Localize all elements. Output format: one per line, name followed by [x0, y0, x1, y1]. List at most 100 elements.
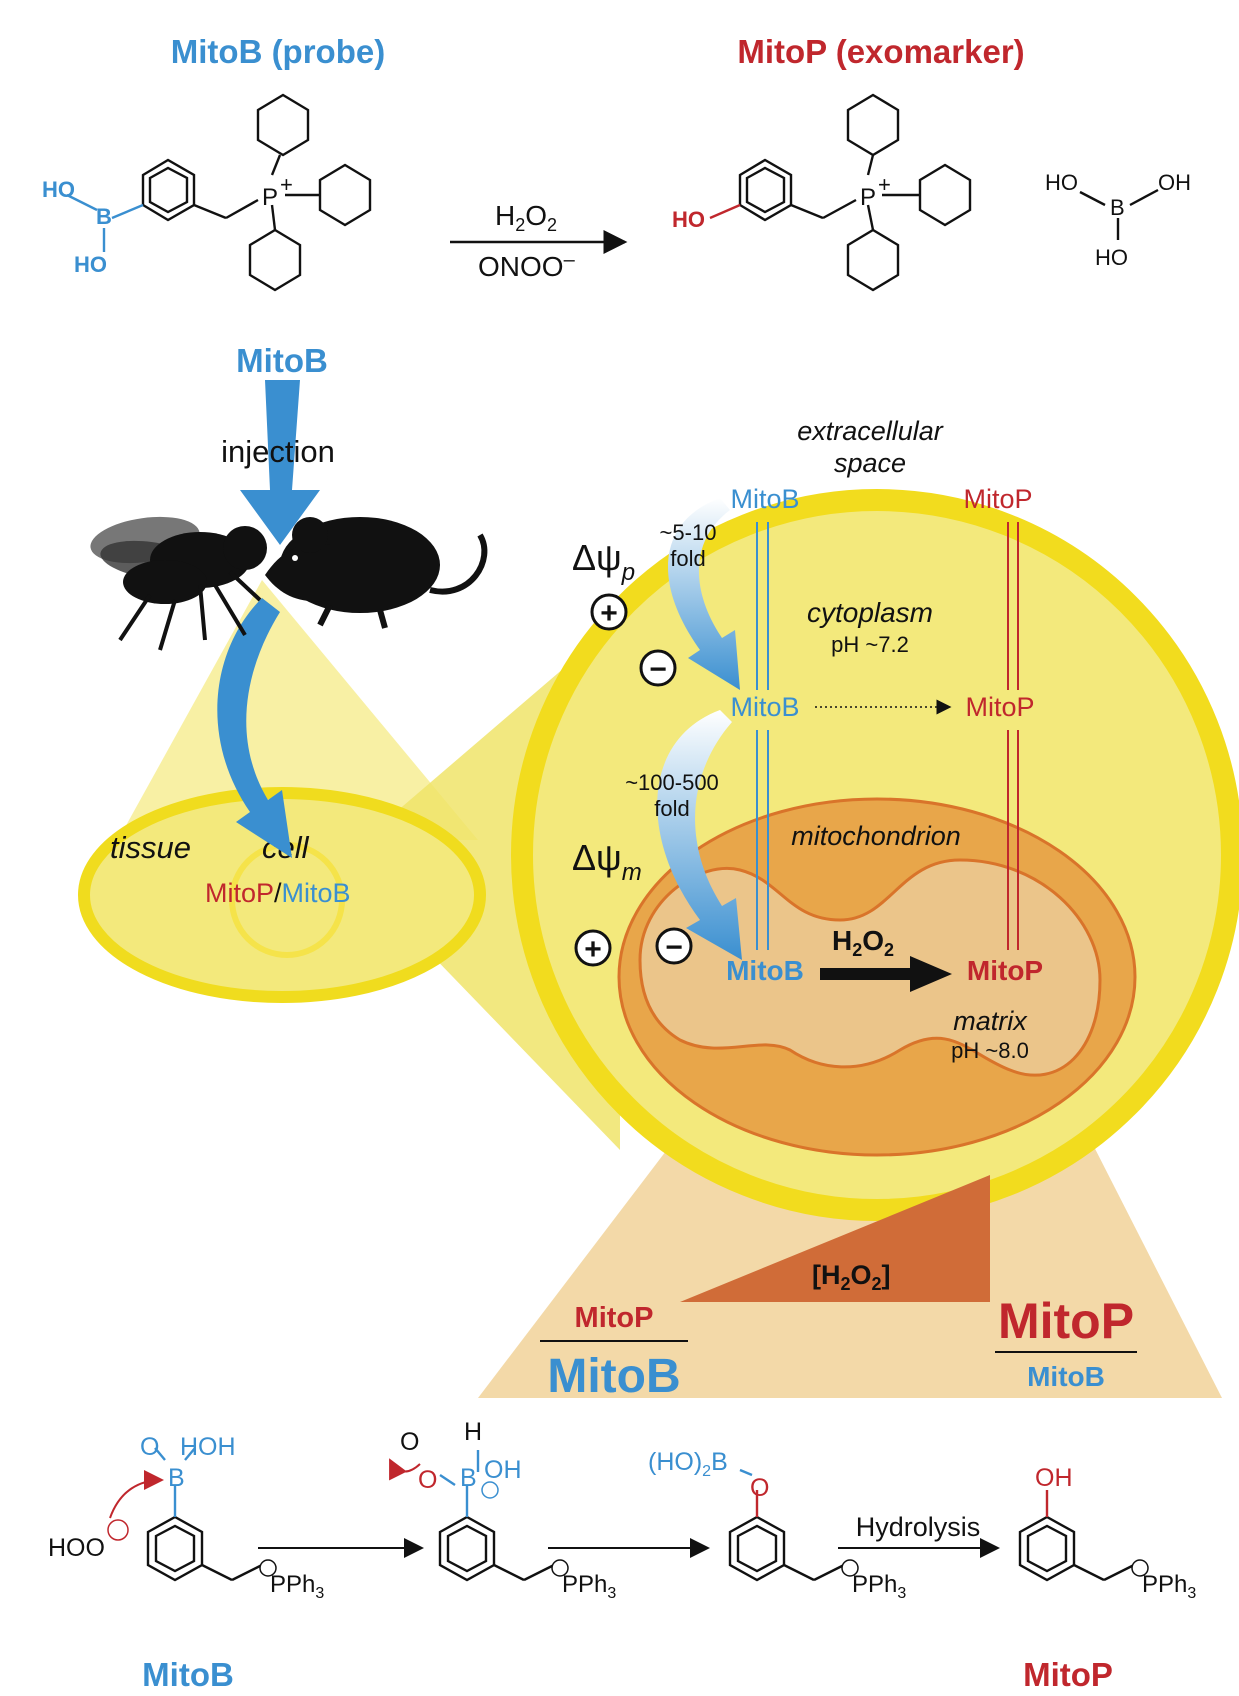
- mitob-ho-top: HO: [42, 177, 75, 202]
- mitop-ho: HO: [672, 207, 705, 232]
- marker-title: MitoP (exomarker): [737, 33, 1024, 70]
- cell-mitop-matrix: MitoP: [967, 955, 1043, 986]
- mech1-hoo: HOO: [48, 1534, 105, 1562]
- reagent-h2o2: H2O2: [495, 200, 557, 235]
- mitop-transport-lines: [1007, 522, 1019, 950]
- mech3-ho2b: (HO)2B: [648, 1448, 728, 1480]
- mech4-pph3: PPh3: [1142, 1571, 1196, 1602]
- injection-arrow: [240, 380, 320, 545]
- mech2-o-mid: O: [418, 1466, 437, 1494]
- hydrolysis-label: Hydrolysis: [856, 1512, 981, 1542]
- matrix-ph: pH ~8.0: [951, 1038, 1029, 1063]
- ratio-right-numerator: MitoP: [998, 1293, 1134, 1349]
- svg-text:+: +: [600, 597, 618, 630]
- tissue-label: tissue: [110, 830, 191, 865]
- mech1-curved-arrow: [109, 1470, 164, 1519]
- h2o2-gradient-wedge: [680, 1175, 990, 1302]
- membrane-arrow-lower: [657, 710, 742, 960]
- cell-mitop-cytoplasm: MitoP: [965, 692, 1034, 722]
- svg-text:+: +: [584, 933, 602, 966]
- mitop-p: P: [860, 184, 876, 211]
- extracellular-label: extracellular: [797, 416, 944, 446]
- tissue-ratio: MitoP/MitoB: [205, 878, 351, 908]
- reagent-onoo: ONOO–: [478, 249, 576, 282]
- mech3-pph3: PPh3: [852, 1571, 906, 1602]
- mech2-pph3: PPh3: [562, 1571, 616, 1602]
- mech1-pph3: PPh3: [270, 1571, 324, 1602]
- plus-icon-lower: +: [574, 929, 612, 967]
- boric-b: B: [1110, 195, 1125, 220]
- mitochondrion-inner: [638, 858, 1102, 1077]
- cytoplasm-label: cytoplasm: [807, 597, 933, 628]
- membrane-arrow-upper: [667, 498, 740, 690]
- cell-mitob-matrix: MitoB: [726, 955, 804, 986]
- mitob-transport-lines: [756, 522, 769, 950]
- mech4-oh: OH: [1035, 1464, 1073, 1492]
- matrix-h2o2: H2O2: [832, 925, 894, 960]
- mouse-icon: [265, 517, 488, 629]
- fold1-a: ~5-10: [660, 520, 717, 545]
- boric-ho-left: HO: [1045, 170, 1078, 195]
- mech-structure-1: [146, 1447, 263, 1582]
- fold2-a: ~100-500: [625, 770, 719, 795]
- cell-mitob-extracellular: MitoB: [730, 484, 799, 514]
- probe-title: MitoB (probe): [171, 33, 385, 70]
- svg-text:−: −: [665, 931, 683, 964]
- mitob-p: P: [262, 184, 278, 211]
- boric-ho-bottom: HO: [1095, 245, 1128, 270]
- svg-text:−: −: [649, 653, 667, 686]
- tissue-cone: [118, 580, 478, 840]
- cell-mitop-extracellular: MitoP: [963, 484, 1032, 514]
- injection-mitob-label: MitoB: [236, 342, 328, 379]
- h2o2-gradient-label: [H2O2]: [812, 1260, 891, 1294]
- mech2-b: B: [460, 1464, 477, 1492]
- mech1-b: B: [168, 1464, 185, 1492]
- space-label: space: [834, 448, 906, 478]
- mech1-plus-icon: [259, 1559, 277, 1577]
- ratio-left-denominator: MitoB: [547, 1350, 680, 1403]
- ratio-right-denominator: MitoB: [1027, 1361, 1105, 1392]
- plus-icon-upper: +: [590, 593, 628, 631]
- cell-mitob-cytoplasm: MitoB: [730, 692, 799, 722]
- boric-oh-right: OH: [1158, 170, 1191, 195]
- mitochondrion-label: mitochondrion: [791, 821, 961, 851]
- mech2-h: H: [464, 1418, 482, 1446]
- mitob-p-plus: +: [280, 172, 293, 197]
- mitob-structure: [66, 93, 372, 292]
- mech3-plus-icon: [841, 1559, 859, 1577]
- psi-m-label: Δψm: [572, 837, 642, 886]
- injection-label: injection: [221, 434, 335, 469]
- curved-arrow-to-cell: [217, 598, 292, 858]
- minus-icon-upper: −: [639, 649, 677, 687]
- fly-icon: [90, 516, 267, 651]
- mitob-b: B: [96, 204, 112, 229]
- mech1-o: O: [140, 1433, 159, 1461]
- mitob-ho-bottom: HO: [74, 252, 107, 277]
- minus-icon-lower: −: [655, 927, 693, 965]
- matrix-reaction-arrow: [820, 956, 952, 992]
- mech2-curved-arrow: [389, 1458, 421, 1481]
- mech-structure-4: [1018, 1490, 1135, 1582]
- mech2-minus-icon: [481, 1481, 499, 1499]
- mech2-plus-icon: [551, 1559, 569, 1577]
- mitop-structure: [709, 93, 972, 292]
- fold1-b: fold: [670, 546, 705, 571]
- mech-structure-2: [438, 1450, 555, 1582]
- mech2-o-top: O: [400, 1428, 419, 1456]
- boric-acid: [1079, 188, 1159, 240]
- mech3-o: O: [750, 1474, 769, 1502]
- mitop-p-plus: +: [878, 172, 891, 197]
- psi-p-label: Δψp: [572, 537, 635, 586]
- cytoplasm-ph: pH ~7.2: [831, 632, 909, 657]
- mech-mitop-label: MitoP: [1023, 1656, 1113, 1693]
- mech4-plus-icon: [1131, 1559, 1149, 1577]
- fold2-b: fold: [654, 796, 689, 821]
- matrix-label: matrix: [953, 1006, 1028, 1036]
- mech2-oh: OH: [484, 1456, 522, 1484]
- mech1-minus-icon: [107, 1519, 129, 1541]
- mech-mitob-label: MitoB: [142, 1656, 234, 1693]
- mech1-hoh: HOH: [180, 1433, 236, 1461]
- mech-structure-3: [728, 1468, 845, 1582]
- ratio-left-numerator: MitoP: [575, 1302, 654, 1334]
